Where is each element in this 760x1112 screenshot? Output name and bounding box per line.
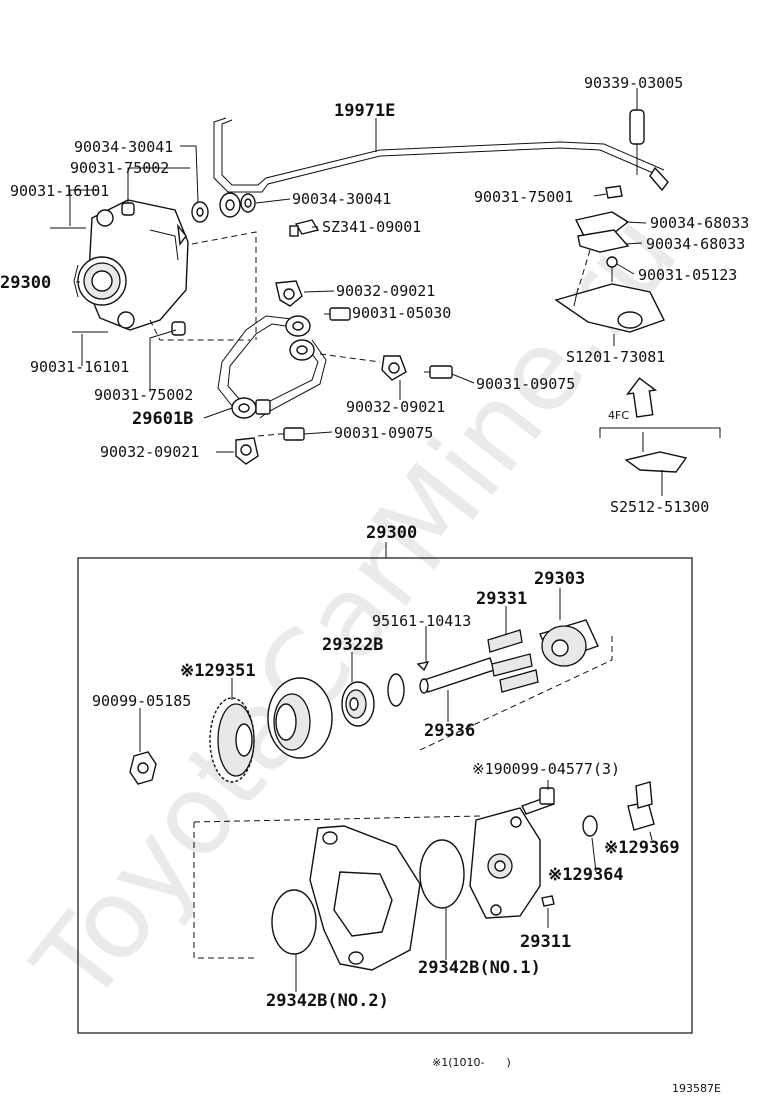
snap-ring-drawing [387, 673, 405, 707]
housing-bolt-drawing [521, 787, 555, 815]
box-part-labels: 29303 29331 95161-10413 29322B ※129351 9… [92, 569, 680, 1011]
label-90099-04577: ※190099-04577(3) [472, 760, 620, 778]
label-90034-68033-a: 90034-68033 [650, 214, 749, 232]
clamp-bracket-drawing [554, 185, 665, 333]
exploded-view-frame [77, 557, 693, 1034]
label-90031-16101-a: 90031-16101 [10, 182, 109, 200]
label-s2512-51300: S2512-51300 [610, 498, 709, 516]
label-29342b-no1: 29342B(NO.1) [418, 958, 541, 978]
label-90034-30041-a: 90034-30041 [74, 138, 173, 156]
union-bolt-drawing [289, 219, 320, 237]
label-90031-09075-a: 90031-09075 [476, 375, 575, 393]
label-90032-09021-b: 90032-09021 [346, 398, 445, 416]
bracket-4fc [599, 427, 721, 473]
label-29342b-no2: 29342B(NO.2) [266, 991, 389, 1011]
label-90032-09021-a: 90032-09021 [336, 282, 435, 300]
label-90031-09075-b: 90031-09075 [334, 424, 433, 442]
o-ring-no2-drawing [271, 889, 317, 955]
gasket-29364-drawing [582, 815, 598, 837]
label-90339-03005: 90339-03005 [584, 74, 683, 92]
label-29303: 29303 [534, 569, 585, 589]
box-title: 29300 [366, 523, 417, 543]
label-90031-75001: 90031-75001 [474, 188, 573, 206]
vanes-drawing [487, 629, 539, 693]
upper-dashed-guides [149, 231, 591, 437]
label-29336: 29336 [424, 721, 475, 741]
upper-part-labels: 90339-03005 19971E 90034-30041 90031-750… [0, 74, 749, 516]
washers-drawing [191, 192, 256, 223]
label-90031-05123: 90031-05123 [638, 266, 737, 284]
label-90031-05030: 90031-05030 [352, 304, 451, 322]
label-29364: ※129364 [548, 865, 624, 885]
diagram-number: 193587E [672, 1082, 721, 1095]
label-29300-pump: 29300 [0, 273, 51, 293]
bearing-drawing [341, 681, 375, 727]
label-90034-30041-b: 90034-30041 [292, 190, 391, 208]
exploded-dashed-guides [193, 636, 613, 959]
o-ring-no1-drawing [419, 839, 465, 909]
pump-cover-ring-drawing [267, 677, 333, 759]
label-90099-05185: 90099-05185 [92, 692, 191, 710]
label-90034-68033-b: 90034-68033 [646, 235, 745, 253]
vacuum-hose-drawing [213, 117, 669, 193]
label-4fc: 4FC [608, 409, 629, 422]
upper-leader-lines [69, 88, 663, 496]
label-90031-75002-a: 90031-75002 [70, 159, 169, 177]
gaskets-drawing [235, 280, 407, 465]
drive-gear-drawing [209, 697, 255, 783]
label-29351: ※129351 [180, 661, 256, 681]
label-90031-75002-b: 90031-75002 [94, 386, 193, 404]
pin-drawing [629, 92, 645, 175]
footnote: ※1(1010- ) [432, 1056, 511, 1069]
vacuum-pump-drawing [73, 199, 189, 331]
vacuum-pipe-drawing [217, 315, 327, 419]
label-s1201-73081: S1201-73081 [566, 348, 665, 366]
arrow-up [626, 377, 658, 418]
label-sz341-09001: SZ341-09001 [322, 218, 421, 236]
box-leader-lines [139, 588, 653, 992]
label-29601b: 29601B [132, 409, 193, 429]
end-plate-drawing [469, 807, 541, 919]
label-29331: 29331 [476, 589, 527, 609]
rotor-shaft-drawing [416, 657, 495, 694]
label-95161-10413: 95161-10413 [372, 612, 471, 630]
flange-nut-drawing [129, 751, 157, 785]
pin-29311-drawing [541, 895, 555, 907]
label-90031-16101-b: 90031-16101 [30, 358, 129, 376]
pump-housing-drawing [309, 825, 421, 971]
label-29311: 29311 [520, 932, 571, 952]
label-29322b: 29322B [322, 635, 383, 655]
label-90032-09021-c: 90032-09021 [100, 443, 199, 461]
label-29369: ※129369 [604, 838, 680, 858]
rotor-drawing [539, 619, 599, 667]
check-valve-drawing [627, 781, 655, 831]
label-19971e: 19971E [334, 101, 395, 121]
